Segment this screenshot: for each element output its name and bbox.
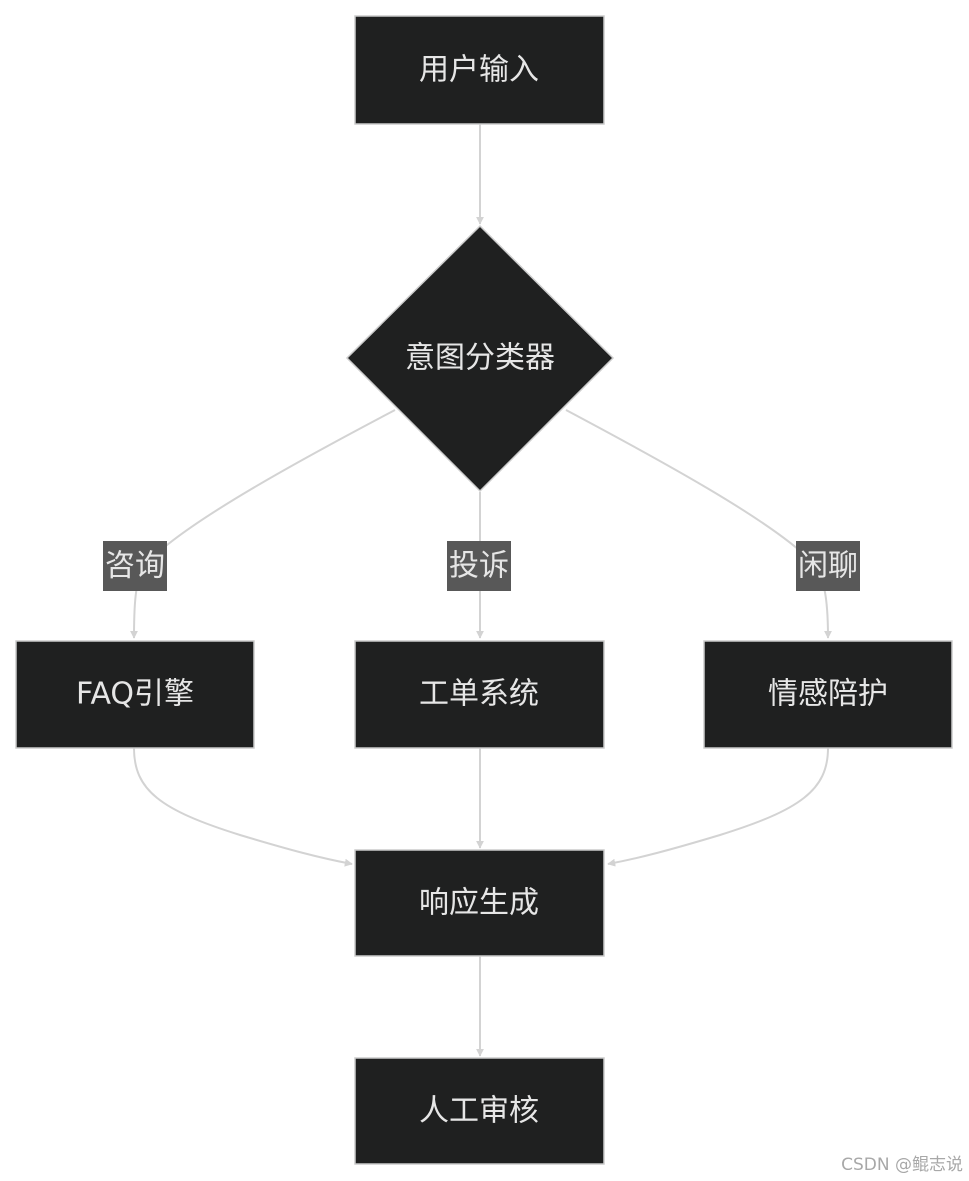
node-human-review-label: 人工审核 [419, 1094, 539, 1129]
node-response-generation-label: 响应生成 [419, 886, 539, 921]
node-emotional-companion-label: 情感陪护 [768, 677, 888, 712]
node-intent-classifier: 意图分类器 [345, 224, 615, 493]
edge-label-complaint: 投诉 [447, 541, 511, 591]
edge-label-chat: 闲聊 [796, 541, 860, 591]
watermark: CSDN @鲲志说 [841, 1155, 963, 1175]
node-faq-engine-label: FAQ引擎 [76, 677, 194, 712]
edge-classifier-to-companion [565, 409, 832, 639]
node-faq-engine: FAQ引擎 [15, 640, 255, 749]
node-user-input-label: 用户输入 [419, 53, 539, 88]
edge-label-chat-text: 闲聊 [798, 549, 858, 584]
node-emotional-companion: 情感陪护 [703, 640, 953, 749]
edge-classifier-to-faq [130, 409, 396, 639]
node-user-input: 用户输入 [354, 15, 605, 125]
node-intent-classifier-label: 意图分类器 [405, 341, 555, 376]
edge-label-consult-text: 咨询 [105, 549, 165, 584]
edge-companion-to-response [607, 747, 829, 867]
edge-faq-to-response [133, 747, 353, 867]
edge-label-complaint-text: 投诉 [449, 549, 509, 584]
node-ticket-system-label: 工单系统 [419, 677, 539, 712]
node-human-review: 人工审核 [354, 1057, 605, 1165]
edge-label-consult: 咨询 [103, 541, 167, 591]
node-ticket-system: 工单系统 [354, 640, 605, 749]
node-response-generation: 响应生成 [354, 849, 605, 957]
